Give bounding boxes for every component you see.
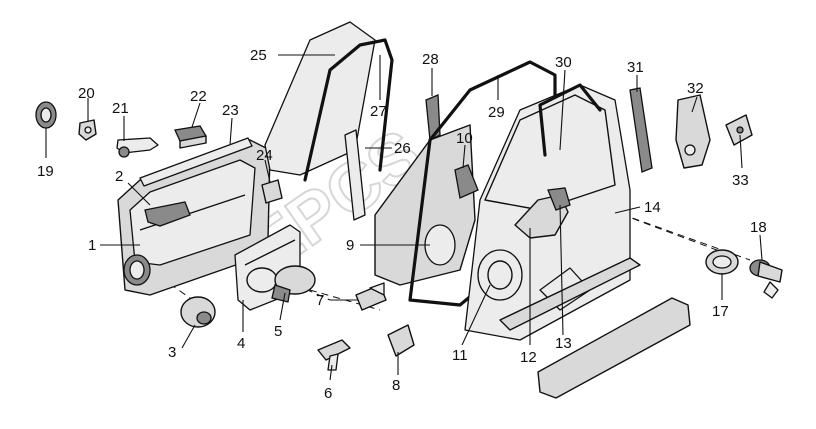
part-17-bezel xyxy=(705,249,739,275)
part-22-switch xyxy=(174,125,208,149)
part-2-armrest xyxy=(144,201,191,227)
callout-8: 8 xyxy=(392,377,400,394)
part-21-strap xyxy=(116,137,159,158)
callout-17: 17 xyxy=(712,303,729,320)
part-28-strip xyxy=(425,94,441,142)
callout-22: 22 xyxy=(190,88,207,105)
part-7-hinge xyxy=(355,282,387,311)
part-5-regulator-motor xyxy=(271,265,316,303)
callout-4: 4 xyxy=(237,335,245,352)
callout-33: 33 xyxy=(732,172,749,189)
callout-18: 18 xyxy=(750,219,767,236)
callout-9: 9 xyxy=(346,237,354,254)
callout-31: 31 xyxy=(627,59,644,76)
part-31-moulding xyxy=(629,87,653,173)
callout-11: 11 xyxy=(452,347,468,364)
part-33-striker xyxy=(725,114,753,146)
callout-1: 1 xyxy=(88,237,96,254)
callout-12: 12 xyxy=(520,349,537,366)
callout-27: 27 xyxy=(370,103,387,120)
callout-29: 29 xyxy=(488,104,505,121)
part-12-mirror xyxy=(514,187,571,239)
callout-13: 13 xyxy=(555,335,572,352)
part-24-cover xyxy=(261,179,283,204)
callout-32: 32 xyxy=(687,80,704,97)
callout-10: 10 xyxy=(456,130,473,147)
callout-20: 20 xyxy=(78,85,95,102)
part-20-clip xyxy=(78,119,97,141)
callout-6: 6 xyxy=(324,385,332,402)
part-3-speaker xyxy=(180,296,216,328)
part-14-sill-trim xyxy=(499,257,641,331)
part-8-hinge xyxy=(387,324,415,357)
part-32-door-latch xyxy=(675,94,711,169)
callout-19: 19 xyxy=(37,163,54,180)
callout-21: 21 xyxy=(112,100,129,117)
part-18-lock-cylinder xyxy=(749,259,783,299)
callout-23: 23 xyxy=(222,102,239,119)
leader-lines xyxy=(45,54,763,381)
callout-24: 24 xyxy=(256,147,273,164)
callout-labels: 19 20 21 22 23 24 2 1 3 4 5 6 7 8 9 10 1… xyxy=(37,47,767,402)
callout-5: 5 xyxy=(274,323,282,340)
part-19-switch-bezel xyxy=(35,101,57,129)
callout-28: 28 xyxy=(422,51,439,68)
callout-26: 26 xyxy=(394,140,411,157)
part-30-door-frame xyxy=(538,83,602,157)
part-27-glass-run-channel xyxy=(303,38,394,182)
callout-25: 25 xyxy=(250,47,267,64)
part-23-upper-trim xyxy=(139,137,253,187)
callout-7: 7 xyxy=(316,292,324,309)
part-side-moulding xyxy=(537,297,691,399)
callout-14: 14 xyxy=(644,199,661,216)
callout-2: 2 xyxy=(115,168,123,185)
part-26-regulator-rail xyxy=(344,129,366,221)
part-6-hinge xyxy=(317,339,351,371)
callout-30: 30 xyxy=(555,54,572,71)
callout-3: 3 xyxy=(168,344,176,361)
